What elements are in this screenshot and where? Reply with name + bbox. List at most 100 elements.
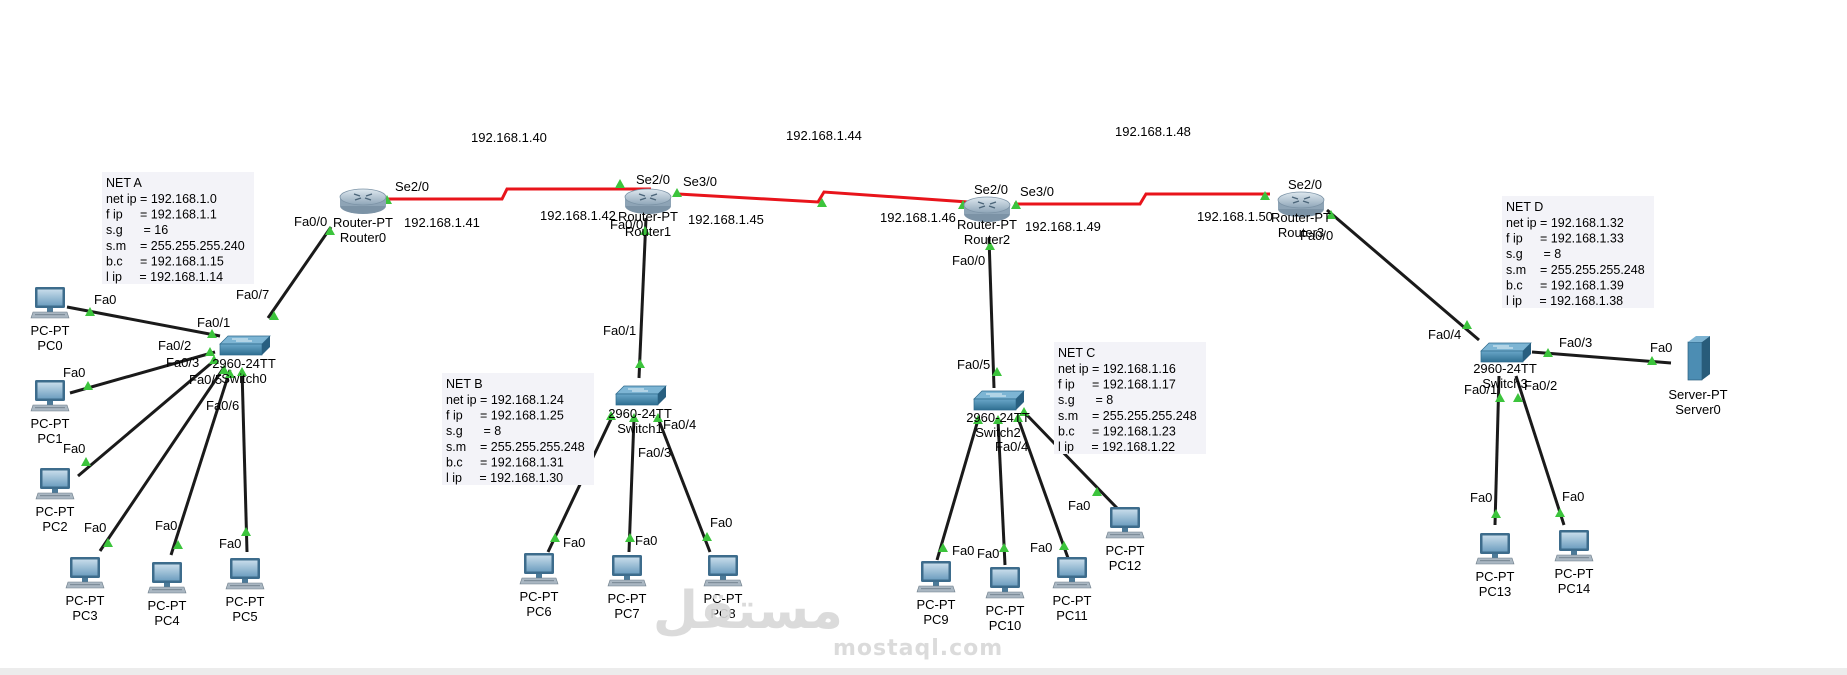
- device-type-label: Router-PT: [957, 217, 1017, 232]
- link-up-marker: [1059, 541, 1069, 550]
- link-ip-label: 192.168.1.50: [1197, 209, 1273, 224]
- interface-label: Fa0/3: [638, 445, 671, 460]
- serial-link-router2-router3[interactable]: [1014, 192, 1270, 206]
- pc-icon: [1105, 506, 1145, 539]
- interface-label: Fa0/0: [294, 214, 327, 229]
- link-switch0-pc2[interactable]: [77, 358, 216, 478]
- link-up-marker: [615, 179, 625, 188]
- link-switch0-pc3[interactable]: [98, 365, 227, 552]
- device-name-label: Router1: [625, 224, 671, 239]
- link-ip-label: 192.168.1.41: [404, 215, 480, 230]
- link-router1-switch1[interactable]: [637, 217, 648, 379]
- note-background: [442, 373, 594, 485]
- link-switch2-pc12[interactable]: [1022, 410, 1119, 510]
- link-switch0-pc5[interactable]: [240, 369, 249, 553]
- interface-label: Fa0/1: [1464, 382, 1497, 397]
- device-type-label: PC-PT: [1106, 543, 1145, 558]
- interface-label: Fa0: [155, 518, 177, 533]
- note-title: NET B: [446, 377, 483, 391]
- link-switch3-server0[interactable]: [1531, 350, 1672, 365]
- link-up-marker: [1555, 508, 1565, 517]
- device-type-label: PC-PT: [608, 591, 647, 606]
- interface-label: Se2/0: [395, 179, 429, 194]
- serial-link-router1-router2[interactable]: [677, 190, 969, 204]
- link-router0-switch0[interactable]: [266, 226, 333, 319]
- device-type-label: Router-PT: [618, 209, 678, 224]
- interface-label: Fa0: [94, 292, 116, 307]
- device-name-label: PC2: [42, 519, 67, 534]
- link-router2-switch2[interactable]: [987, 237, 996, 389]
- note-line: s.g = 8: [1058, 393, 1113, 407]
- link-switch2-pc10[interactable]: [996, 419, 1007, 566]
- interface-label: Fa0/2: [158, 338, 191, 353]
- link-up-marker: [625, 533, 635, 542]
- watermark-arabic: مستقل: [653, 581, 843, 641]
- link-switch2-pc9[interactable]: [935, 419, 980, 561]
- interface-label: Fa0: [63, 365, 85, 380]
- device-type-label: Router-PT: [333, 215, 393, 230]
- interface-label: Fa0: [710, 515, 732, 530]
- note-line: net ip = 192.168.1.24: [446, 393, 564, 407]
- note-line: s.m = 255.255.255.248: [1058, 409, 1197, 423]
- interface-label: Fa0/2: [1524, 378, 1557, 393]
- interface-label: Fa0: [1650, 340, 1672, 355]
- device-type-label: PC-PT: [66, 593, 105, 608]
- link-router3-switch3[interactable]: [1326, 208, 1480, 342]
- link-switch1-pc8[interactable]: [656, 417, 712, 553]
- pc-icon: [65, 556, 105, 589]
- interface-label: Fa0/7: [236, 287, 269, 302]
- device-name-label: PC0: [37, 338, 62, 353]
- link-up-markers: [81, 179, 1657, 552]
- link-switch0-pc1[interactable]: [69, 350, 216, 395]
- link-switch0-pc4[interactable]: [169, 369, 232, 556]
- device-name-label: Router2: [964, 232, 1010, 247]
- note-line: l ip = 192.168.1.30: [446, 471, 563, 485]
- interface-label: Fa0: [219, 536, 241, 551]
- link-switch3-pc14[interactable]: [1514, 375, 1566, 526]
- interface-label: Se2/0: [974, 182, 1008, 197]
- note-line: f ip = 192.168.1.1: [106, 208, 217, 222]
- pc-icon: [1554, 529, 1594, 562]
- switch-icon: [219, 335, 271, 356]
- device-name-label: PC3: [72, 608, 97, 623]
- note-line: f ip = 192.168.1.33: [1506, 232, 1624, 246]
- link-switch2-pc11[interactable]: [1016, 417, 1070, 559]
- pc-icon: [607, 554, 647, 587]
- serial-link-router0-router1[interactable]: [385, 187, 651, 201]
- interface-label: Se2/0: [1288, 177, 1322, 192]
- pc-icon: [147, 561, 187, 594]
- device-name-label: PC7: [614, 606, 639, 621]
- link-switch1-pc7[interactable]: [627, 417, 636, 553]
- device-type-label: PC-PT: [704, 591, 743, 606]
- device-type-label: 2960-24TT: [608, 406, 672, 421]
